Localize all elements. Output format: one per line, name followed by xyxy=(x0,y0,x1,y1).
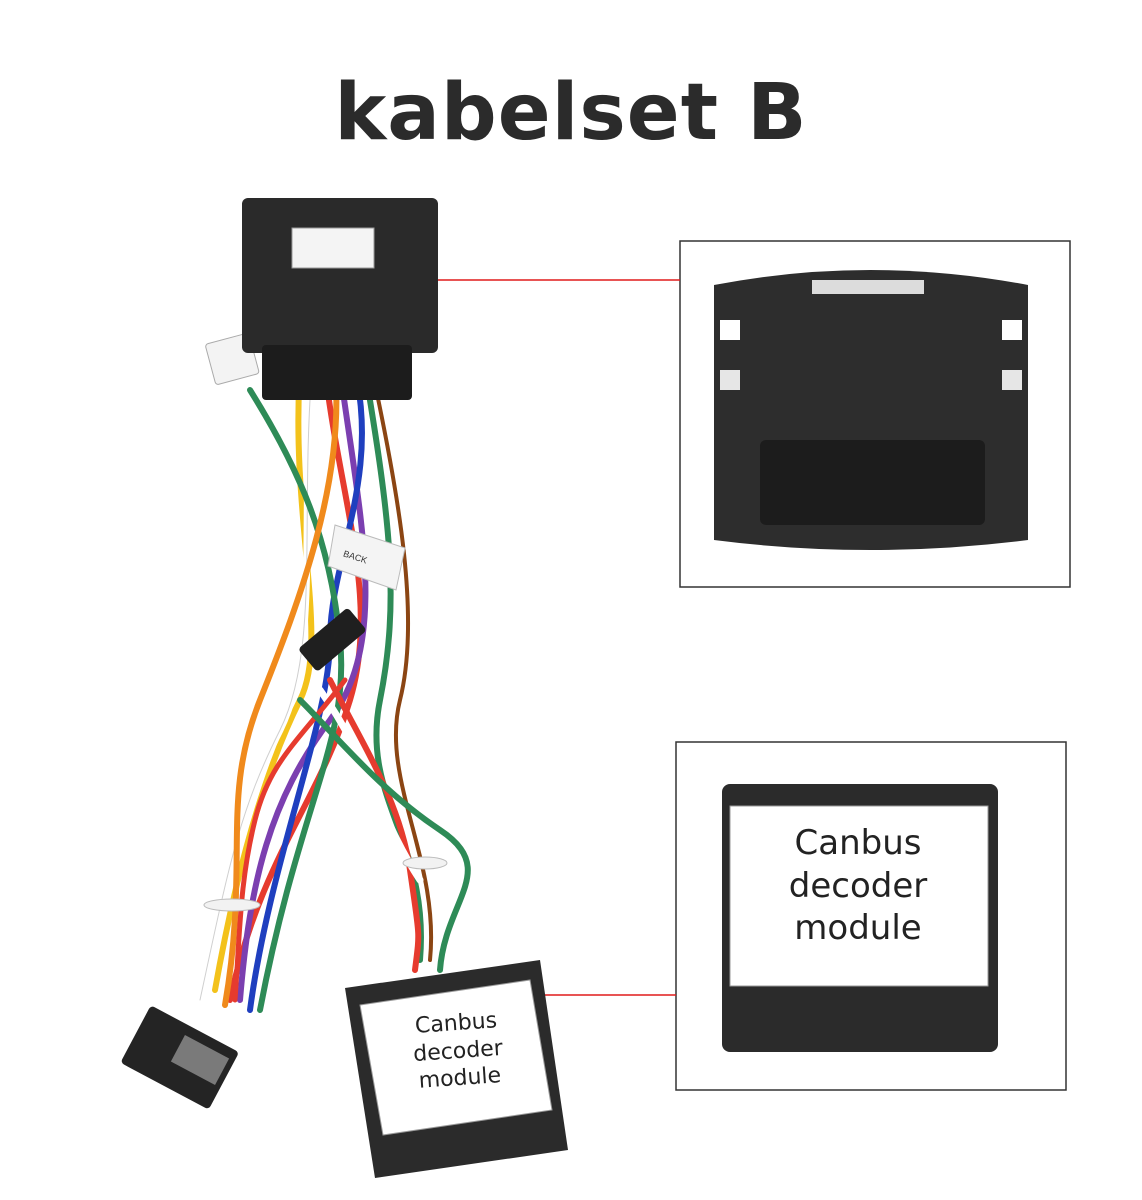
inline-connector xyxy=(299,608,366,671)
connector-sticker xyxy=(291,227,375,269)
canbus-label-large-line2: decoder xyxy=(788,865,928,906)
main-harness-connector xyxy=(242,198,438,400)
iso-plug-connector xyxy=(121,1006,238,1109)
cable-tie-left xyxy=(203,898,261,912)
connector-face-closeup xyxy=(714,270,1028,550)
canbus-label-large-line3: module xyxy=(794,908,922,948)
canbus-decoder-closeup xyxy=(722,784,998,1052)
canbus-label-small: Canbus decoder module xyxy=(365,1004,550,1099)
page-title: kabelset B xyxy=(334,68,808,158)
canbus-label-large: Canbus decoder module xyxy=(730,822,986,950)
back-label-tag xyxy=(327,524,406,591)
canbus-label-large-line1: Canbus xyxy=(794,823,922,863)
cable-tie-right xyxy=(402,856,448,870)
canbus-decoder-small xyxy=(345,960,568,1178)
wire-bundle xyxy=(196,366,471,1013)
